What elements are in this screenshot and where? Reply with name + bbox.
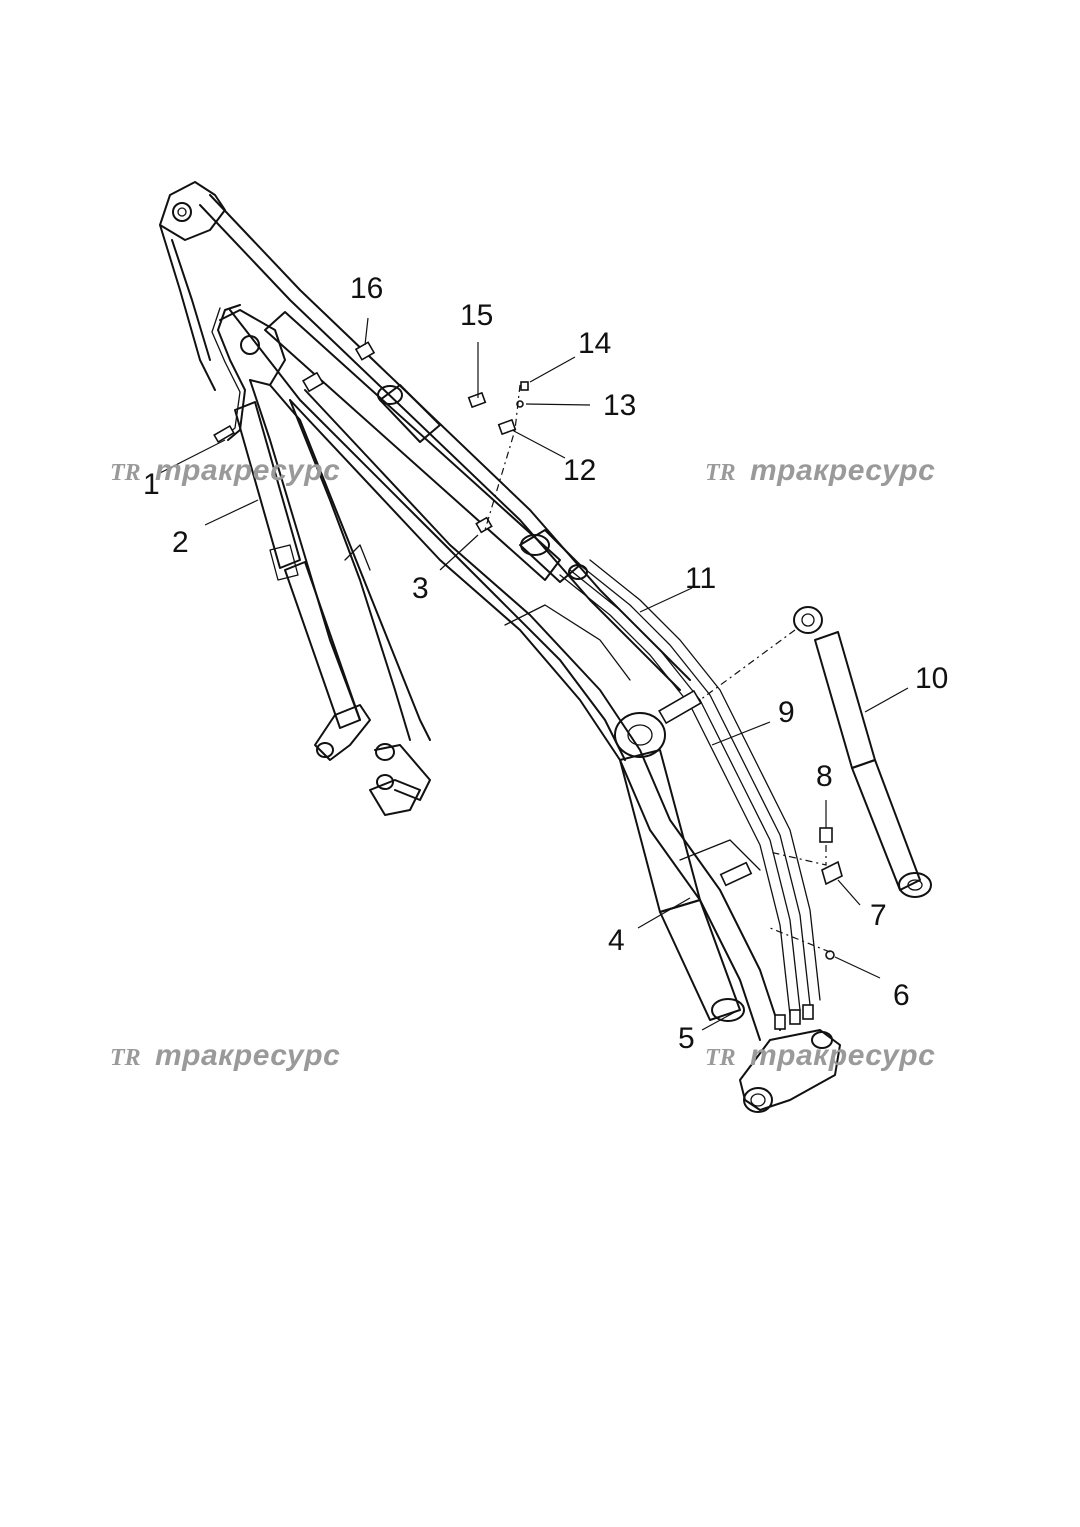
watermark-logo: TR bbox=[705, 1045, 736, 1071]
callout-10: 10 bbox=[915, 662, 948, 695]
watermark-text: тракресурс bbox=[750, 454, 935, 487]
callouts: 1 2 3 4 5 6 7 8 9 10 11 12 13 14 15 16 bbox=[143, 272, 948, 1055]
callout-13: 13 bbox=[603, 389, 636, 422]
watermark-top-right: TR тракресурс bbox=[705, 454, 935, 487]
callout-6: 6 bbox=[893, 979, 910, 1012]
small-parts bbox=[301, 341, 843, 960]
callout-3: 3 bbox=[412, 572, 429, 605]
callout-1: 1 bbox=[143, 468, 160, 501]
hose-item-1 bbox=[211, 304, 246, 444]
callout-11: 11 bbox=[685, 562, 716, 595]
leader-lines bbox=[157, 317, 909, 1031]
watermark-text: тракресурс bbox=[155, 454, 340, 487]
callout-2: 2 bbox=[172, 526, 189, 559]
callout-9: 9 bbox=[778, 696, 795, 729]
watermark-logo: TR bbox=[705, 460, 736, 486]
watermark-logo: TR bbox=[110, 460, 141, 486]
bucket-cylinder bbox=[793, 606, 932, 898]
arm bbox=[219, 309, 431, 816]
callout-5: 5 bbox=[678, 1022, 695, 1055]
watermark-top-left: TR тракресурс bbox=[110, 454, 340, 487]
callout-16: 16 bbox=[350, 272, 383, 305]
callout-7: 7 bbox=[870, 899, 887, 932]
arm-cylinder bbox=[234, 401, 361, 729]
callout-8: 8 bbox=[816, 760, 833, 793]
boom-top-cylinder bbox=[264, 311, 588, 583]
explode-lines bbox=[484, 384, 831, 953]
watermark-logo: TR bbox=[110, 1045, 141, 1071]
callout-14: 14 bbox=[578, 327, 611, 360]
hydraulic-lines bbox=[559, 559, 821, 1030]
callout-12: 12 bbox=[563, 454, 596, 487]
watermark-bottom-right: TR тракресурс bbox=[705, 1039, 935, 1072]
watermark-text: тракресурс bbox=[750, 1039, 935, 1072]
watermark-text: тракресурс bbox=[155, 1039, 340, 1072]
boom-cylinder bbox=[614, 712, 745, 1022]
watermark-bottom-left: TR тракресурс bbox=[110, 1039, 340, 1072]
callout-15: 15 bbox=[460, 299, 493, 332]
callout-4: 4 bbox=[608, 924, 625, 957]
